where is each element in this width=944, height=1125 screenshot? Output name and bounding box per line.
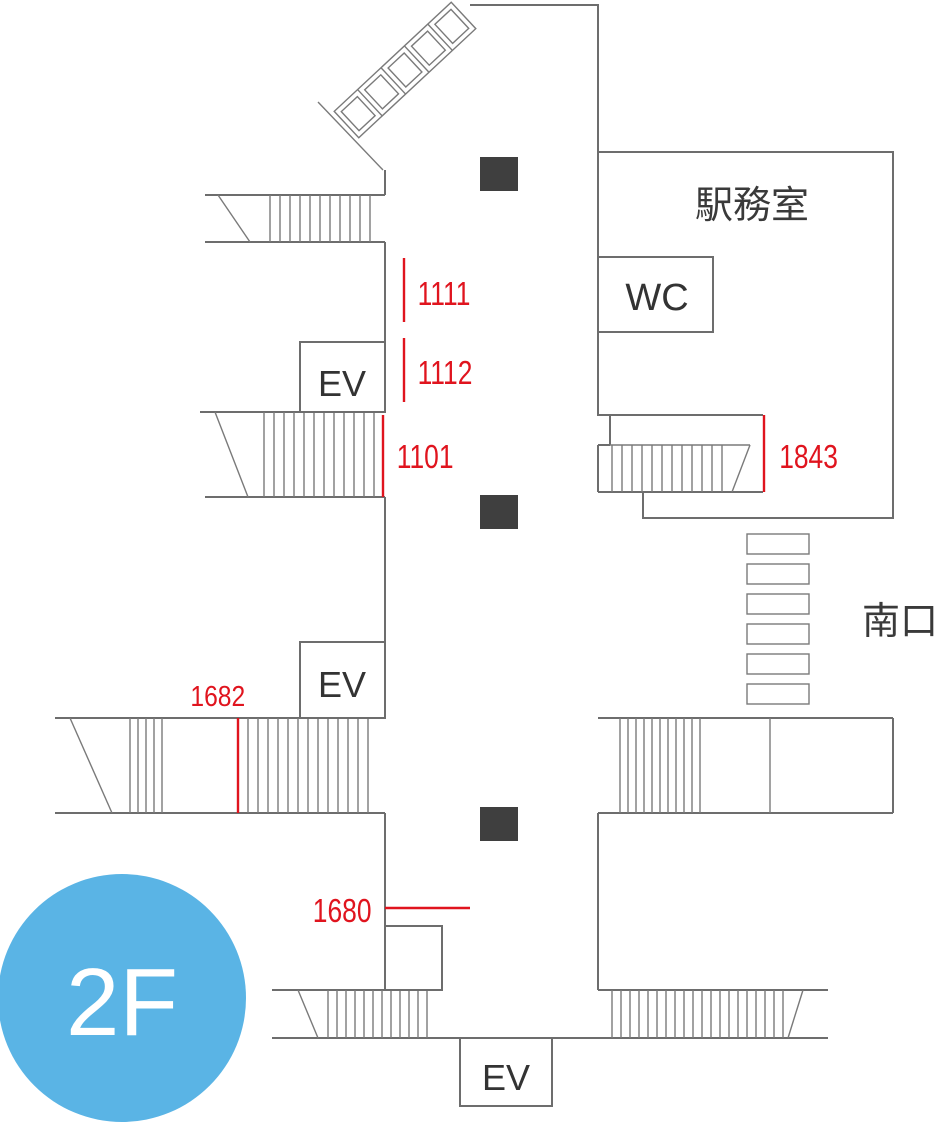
station-office-label: 駅務室 [695,183,809,227]
gate-1680-label[interactable]: 1680 [313,893,372,929]
floor-badge [0,874,246,1122]
pillar [480,157,518,191]
bottom-right-stair [552,989,828,1039]
top-escalator-rail [317,101,384,171]
floor-label: 2F [66,949,178,1056]
elevator-3-label: EV [482,1057,530,1098]
right-stair-office [597,415,763,493]
left-stair-3 [55,717,385,814]
pillar [480,807,518,841]
elevator-2[interactable] [299,641,386,719]
gate-1682-label[interactable]: 1682 [190,680,245,712]
wc-label: WC [625,277,688,319]
kiosk-box [384,925,443,991]
left-stair-1 [205,194,385,243]
elevator-3[interactable] [459,1037,553,1107]
wc-room[interactable] [597,256,714,333]
gate-1843-label[interactable]: 1843 [779,439,838,475]
pillar [480,495,518,529]
concourse-west-wall [470,4,894,519]
bottom-left-stair [272,989,460,1039]
elevator-2-label: EV [318,664,366,705]
elevator-1[interactable] [299,341,386,413]
left-stair-2 [200,411,385,498]
gate-1112-label[interactable]: 1112 [418,355,473,391]
gate-1111-label[interactable]: 1111 [418,276,471,312]
top-escalator [333,1,477,139]
south-exit-label: 南口 [862,599,938,643]
concourse-inner-wall [597,152,763,416]
right-stair-mid [598,717,894,814]
south-exit-escalator [746,533,810,705]
elevator-1-label: EV [318,363,366,404]
gate-1101-label[interactable]: 1101 [397,439,454,475]
